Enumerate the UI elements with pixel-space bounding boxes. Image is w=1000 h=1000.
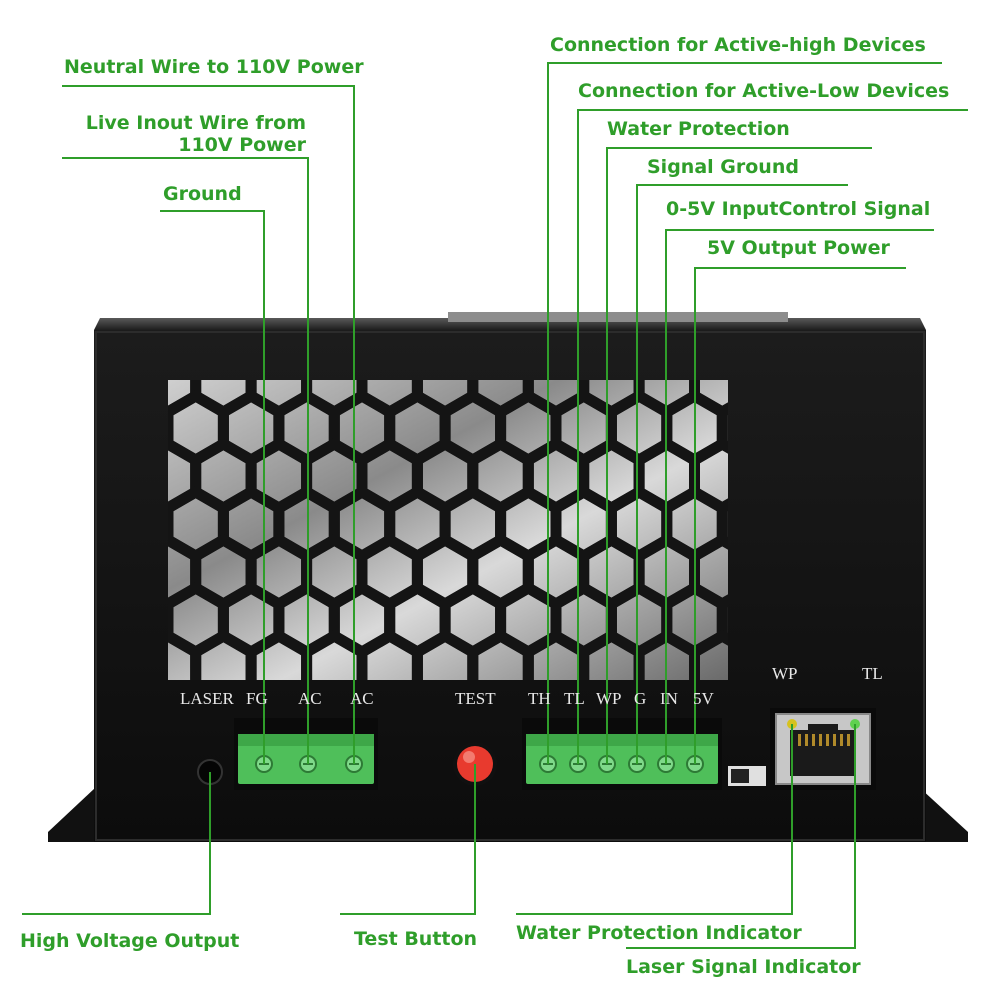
callout-signal-ground: Signal Ground — [647, 156, 799, 178]
callout-ground: Ground — [163, 183, 242, 205]
leader-high-voltage — [22, 772, 211, 915]
label-test: TEST — [455, 689, 496, 708]
signal-terminal-block — [522, 718, 722, 790]
label-wp: WP — [596, 689, 622, 708]
leader-ground — [160, 210, 265, 764]
callout-test-button: Test Button — [354, 928, 478, 950]
leader-wp-indicator — [516, 724, 793, 915]
rj45-indicator-port — [770, 708, 876, 790]
leader-output-power — [694, 267, 906, 764]
callout-output-power: 5V Output Power — [707, 237, 890, 259]
label-tl-led: TL — [862, 664, 883, 683]
callout-active-low: Connection for Active-Low Devices — [578, 80, 950, 102]
leader-laser-indicator — [626, 724, 856, 949]
rj45-pin — [847, 734, 850, 746]
vent-hole — [689, 629, 728, 680]
label-th: TH — [528, 689, 551, 708]
vent-hole — [578, 629, 645, 680]
vent-hole — [301, 629, 368, 680]
rj45-pin — [798, 734, 801, 746]
rj45-pin — [812, 734, 815, 746]
mounting-flanges — [48, 788, 968, 842]
leader-neutral — [62, 85, 355, 764]
vent-hole — [411, 629, 479, 680]
label-fg: FG — [246, 689, 268, 708]
label-wp-led: WP — [772, 664, 798, 683]
callout-water-protection: Water Protection — [607, 118, 790, 140]
label-laser: LASER — [180, 689, 234, 708]
callout-high-voltage-output: High Voltage Output — [20, 930, 240, 952]
callout-active-high: Connection for Active-high Devices — [550, 34, 926, 56]
callout-neutral-wire: Neutral Wire to 110V Power — [64, 56, 364, 78]
vent-hole — [190, 629, 257, 680]
power-terminal-block — [234, 718, 378, 790]
label-ac-1: AC — [298, 689, 322, 708]
rj45-pin — [805, 734, 808, 746]
callout-live-wire-line2: 110V Power — [178, 134, 306, 156]
rj45-pin — [833, 734, 836, 746]
label-ac-2: AC — [350, 689, 374, 708]
vent-hole — [467, 629, 534, 680]
callout-input-control: 0-5V InputControl Signal — [666, 198, 931, 220]
callout-laser-signal-indicator: Laser Signal Indicator — [626, 956, 861, 978]
rj45-pin — [826, 734, 829, 746]
leader-active-low — [577, 109, 968, 764]
vent-hole — [245, 629, 313, 680]
leader-live — [62, 157, 309, 764]
leader-test-button — [340, 764, 476, 915]
mode-switch[interactable] — [728, 766, 766, 786]
leader-water-protection — [606, 147, 872, 764]
rj45-pin — [819, 734, 822, 746]
vent-hole — [522, 629, 590, 680]
rj45-pin — [840, 734, 843, 746]
leader-signal-ground — [636, 184, 848, 764]
callout-leader-lines — [22, 62, 968, 949]
callout-water-protection-indicator: Water Protection Indicator — [516, 922, 802, 944]
callout-live-wire-line1: Live Inout Wire from — [85, 112, 306, 134]
label-5v: 5V — [693, 689, 714, 708]
leader-active-high — [547, 62, 942, 764]
label-tl: TL — [564, 689, 585, 708]
label-in: IN — [660, 689, 678, 708]
label-g: G — [634, 689, 647, 708]
vent-hole — [356, 629, 423, 680]
leader-input-control — [665, 229, 934, 764]
